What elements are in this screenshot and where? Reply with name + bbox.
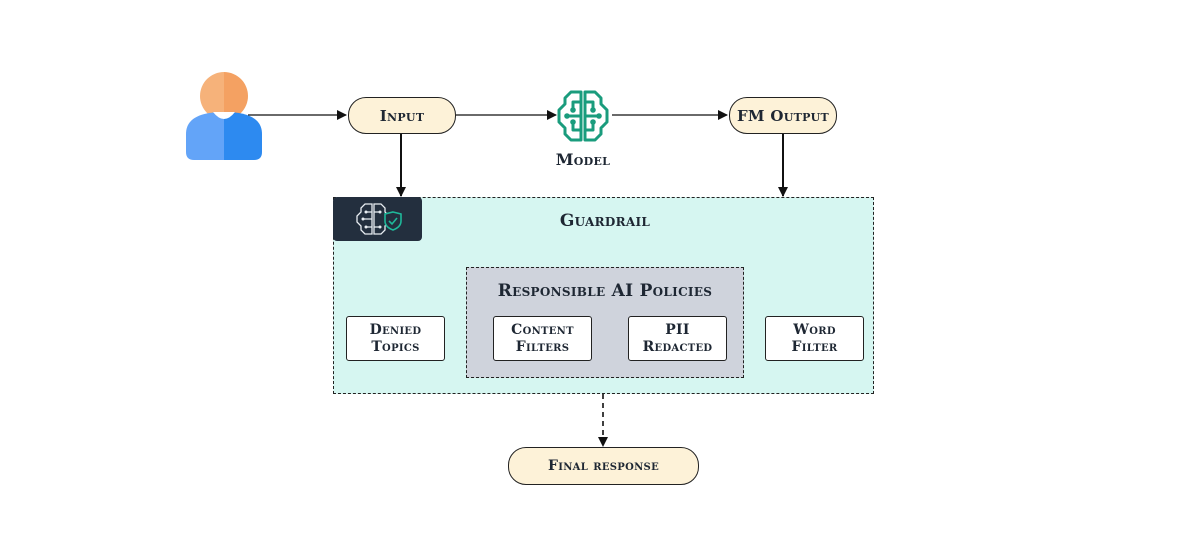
fm-output-label: FM Output xyxy=(736,106,830,125)
model-label: Model xyxy=(555,150,611,169)
pii-redacted-line-2: Redacted xyxy=(642,338,713,355)
fm-output-node: FM Output xyxy=(729,97,837,134)
denied-topics-box: Denied Topics xyxy=(346,316,445,361)
policies-title: Responsible AI Policies xyxy=(497,281,713,301)
content-filters-line-2: Filters xyxy=(515,338,570,355)
guardrail-title: Guardrail xyxy=(559,211,651,231)
user-icon xyxy=(186,72,262,160)
pii-redacted-line-1: PII xyxy=(665,321,690,338)
input-node: Input xyxy=(348,97,456,134)
brain-circuit-icon xyxy=(557,90,609,142)
word-filter-box: Word Filter xyxy=(765,316,864,361)
guardrail-badge xyxy=(333,197,422,241)
final-response-node: Final response xyxy=(508,447,699,485)
content-filters-box: Content Filters xyxy=(493,316,592,361)
word-filter-line-1: Word xyxy=(793,321,836,338)
pii-redacted-box: PII Redacted xyxy=(628,316,727,361)
input-label: Input xyxy=(379,106,425,125)
guardrail-shield-icon xyxy=(356,203,402,235)
content-filters-line-1: Content xyxy=(511,321,574,338)
denied-topics-line-1: Denied xyxy=(369,321,422,338)
word-filter-line-2: Filter xyxy=(791,338,838,355)
denied-topics-line-2: Topics xyxy=(371,338,420,355)
final-response-label: Final response xyxy=(548,458,659,474)
